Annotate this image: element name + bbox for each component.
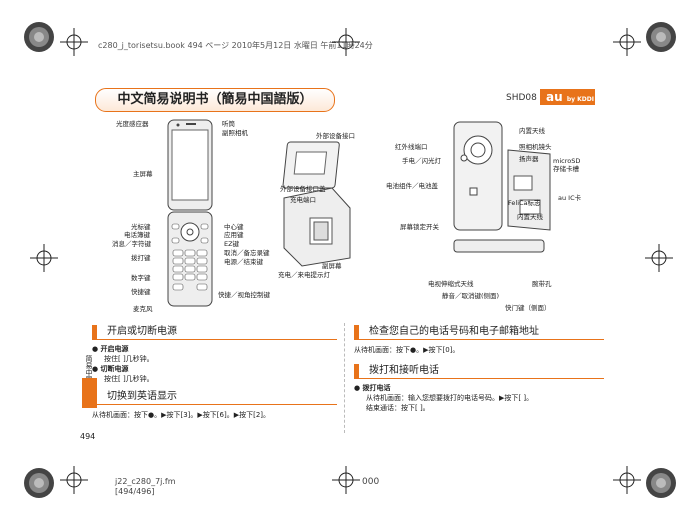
label-speaker: 扬声器 <box>519 155 539 163</box>
color-bar-icon <box>646 22 676 52</box>
label-charge-lamp: 充电／来电提示灯 <box>278 271 330 279</box>
power-on-text: 按住[ ]几秒钟。 <box>104 355 154 363</box>
dial-title: 拨打电话 <box>362 384 391 392</box>
registration-mark-icon <box>613 466 641 494</box>
phone-closed-illustration <box>282 141 351 267</box>
color-bar-icon <box>646 468 676 498</box>
section-rule <box>92 339 337 340</box>
label-ez-key: EZ键 <box>224 240 240 248</box>
au-logo: au by KDDI <box>540 89 595 105</box>
color-bar-icon <box>24 22 54 52</box>
registration-mark-icon <box>332 28 360 56</box>
section-rule <box>354 378 604 379</box>
label-sub-camera: 副照相机 <box>222 129 248 137</box>
label-microsd-slot: microSD 存储卡槽 <box>553 157 581 173</box>
label-earpiece: 听筒 <box>222 120 235 128</box>
section-rule <box>354 339 604 340</box>
dial-text: 从待机画面：输入您想要拨打的电话号码。▶按下[ ]。 <box>366 394 534 402</box>
registration-mark-icon <box>332 466 360 494</box>
label-camera-lens: 照相机镜头 <box>519 143 552 151</box>
label-battery-cover: 电池组件／电池盖 <box>386 182 438 190</box>
label-power-key: 电源／结束键 <box>224 258 263 266</box>
end-call-text: 结束通话：按下[ ]。 <box>366 404 430 412</box>
section-heading-check-number: 检查您自己的电话号码和电子邮箱地址 <box>354 325 539 339</box>
label-charge-terminal: 充电端口 <box>290 196 316 204</box>
label-tv-antenna: 电视伸缩式天线 <box>428 280 474 288</box>
phone-front-illustration <box>167 119 213 307</box>
label-ext-port-cover: 外部设备接口盖 <box>280 185 326 193</box>
label-sub-screen: 副屏幕 <box>322 262 342 270</box>
label-internal-antenna-top: 内置天线 <box>519 127 545 135</box>
bullet-power-on: ● 开启电源 <box>92 345 129 353</box>
bullet-dial: ● 拨打电话 <box>354 384 391 392</box>
english-text: 从待机画面：按下●。▶按下[3]。▶按下[6]。▶按下[2]。 <box>92 411 271 419</box>
check-number-text: 从待机画面：按下●。▶按下[0]。 <box>354 346 460 354</box>
section-rule <box>92 404 337 405</box>
footer-code: 000 <box>362 477 380 487</box>
power-on-title: 开启电源 <box>100 345 129 353</box>
label-shortcut-tv-key: 快捷／视角控制键 <box>218 291 270 299</box>
label-shortcut-key: 快捷键 <box>131 288 151 296</box>
registration-mark-icon <box>60 466 88 494</box>
section-heading-english: 切换到英语显示 <box>92 390 177 404</box>
label-screen-lock: 屏幕锁定开关 <box>400 223 439 231</box>
label-cancel-key: 取消／备忘录键 <box>224 249 270 257</box>
footer-filename: j22_c280_7j.fm <box>115 477 176 486</box>
footer-file: j22_c280_7j.fm [494/496] <box>115 477 176 497</box>
label-app-key: 应用键 <box>224 231 244 239</box>
section-heading-power: 开启或切断电源 <box>92 325 177 339</box>
label-ir-port: 红外线端口 <box>395 143 428 151</box>
logo-sub: by KDDI <box>566 96 594 103</box>
power-off-text: 按住[ ]几秒钟。 <box>104 375 154 383</box>
column-divider <box>344 323 345 433</box>
label-strap-hole: 腕带孔 <box>532 280 552 288</box>
side-tab <box>82 378 97 408</box>
label-number-keys: 数字键 <box>131 274 151 282</box>
label-ext-port: 外部设备接口 <box>316 132 355 140</box>
label-center-key: 中心键 <box>224 223 244 231</box>
page-number: 494 <box>80 432 96 441</box>
registration-mark-icon <box>645 244 673 272</box>
label-au-ic-card: au IC卡 <box>558 194 582 202</box>
label-dial-key: 拨打键 <box>131 254 151 262</box>
power-off-title: 切断电源 <box>100 365 129 373</box>
logo-main: au <box>546 90 563 104</box>
bullet-power-off: ● 切断电源 <box>92 365 129 373</box>
side-tab-label: 简易中国語 <box>85 355 93 390</box>
label-felica: FeliCa标志 <box>508 199 541 207</box>
label-flashlight: 手电／闪光灯 <box>402 157 441 165</box>
label-internal-antenna-bottom: 内置天线 <box>517 213 543 221</box>
section-heading-calls: 拨打和接听电话 <box>354 364 439 378</box>
label-main-screen: 主屏幕 <box>133 170 153 178</box>
model-name: SHD08 <box>506 93 537 103</box>
label-phonebook-key: 电话簿键 <box>124 231 150 239</box>
label-cursor-key: 光标键 <box>131 223 151 231</box>
title-box: 中文简易说明书（簡易中国語版） <box>95 88 335 112</box>
label-light-sensor: 光度感应器 <box>116 120 149 128</box>
registration-mark-icon <box>30 244 58 272</box>
label-microphone: 麦克风 <box>133 305 153 313</box>
registration-mark-icon <box>613 28 641 56</box>
page-title: 中文简易说明书（簡易中国語版） <box>117 92 313 107</box>
footer-pages: [494/496] <box>115 487 155 496</box>
label-shutter-key: 快门键（侧面） <box>505 304 551 312</box>
print-header: c280_j_torisetsu.book 494 ページ 2010年5月12日… <box>98 41 373 50</box>
label-mute-key: 静音／取消键(侧面) <box>442 292 500 300</box>
color-bar-icon <box>24 468 54 498</box>
label-message-key: 消息／字符键 <box>112 240 151 248</box>
registration-mark-icon <box>60 28 88 56</box>
phone-back-illustration <box>453 121 551 253</box>
